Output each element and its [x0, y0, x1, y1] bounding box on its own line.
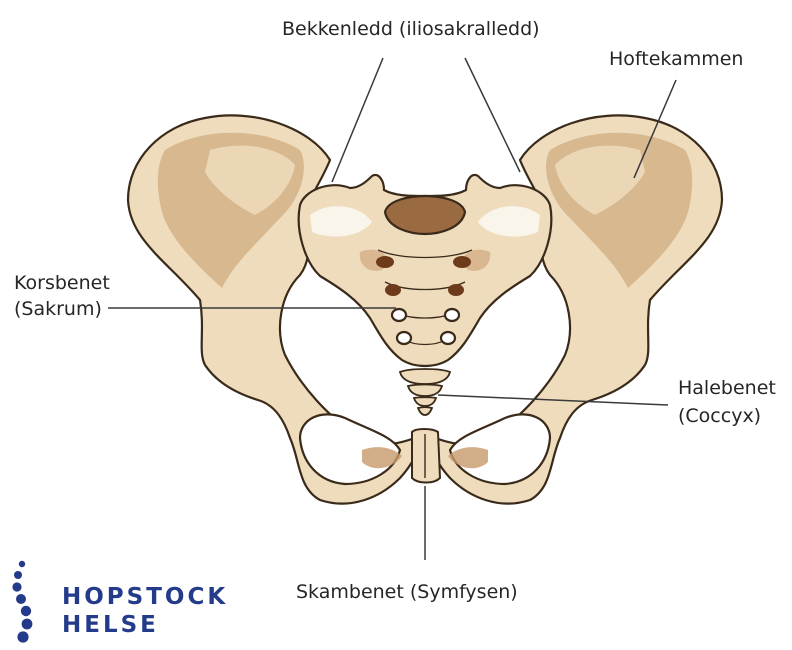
- coccyx: [400, 369, 450, 415]
- label-coccyx-line2: (Coccyx): [678, 404, 776, 428]
- label-sacrum: Korsbenet (Sakrum): [14, 271, 110, 321]
- label-iliac-crest: Hoftekammen: [609, 47, 743, 71]
- label-sacroiliac-joint: Bekkenledd (iliosakralledd): [282, 17, 540, 41]
- logo-text-helse: HELSE: [62, 612, 159, 638]
- label-coccyx: Halebenet (Coccyx): [678, 376, 776, 428]
- logo-text-hopstock: HOPSTOCK: [62, 584, 228, 610]
- hopstock-logo-mark: [12, 561, 32, 643]
- pubic-symphysis: [412, 429, 440, 483]
- label-symphysis: Skambenet (Symfysen): [296, 580, 518, 604]
- label-sacrum-line2: (Sakrum): [14, 297, 110, 321]
- sacrum: [299, 175, 552, 366]
- label-coccyx-line1: Halebenet: [678, 376, 776, 400]
- leader-sacroiliac-right: [465, 58, 520, 172]
- leader-sacroiliac-left: [332, 58, 383, 182]
- label-sacrum-line1: Korsbenet: [14, 271, 110, 295]
